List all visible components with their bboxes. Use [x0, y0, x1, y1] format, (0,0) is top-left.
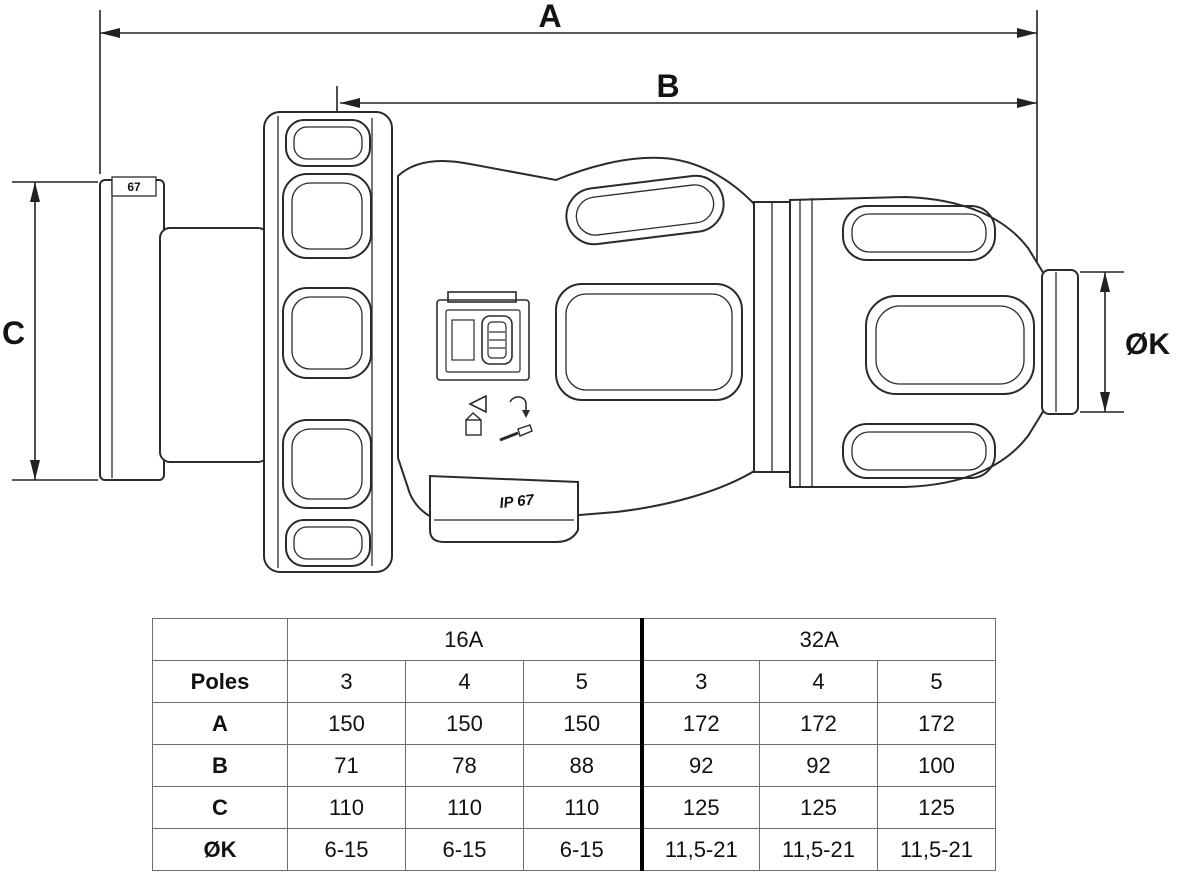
cell: 11,5-21 [877, 828, 996, 871]
table-row-poles: Poles 3 4 5 3 4 5 [152, 660, 996, 703]
cell: 125 [639, 786, 760, 829]
cell: 3 [639, 660, 760, 703]
arrowhead [340, 98, 360, 108]
dimension-b [336, 86, 1037, 116]
table-row-k: ØK 6-15 6-15 6-15 11,5-21 11,5-21 11,5-2… [152, 828, 996, 871]
cell: 172 [759, 702, 878, 745]
grip-ring [263, 111, 393, 573]
arrowhead [1100, 272, 1110, 292]
cell: 100 [877, 744, 996, 787]
latch-detail [436, 291, 530, 381]
gland-marking-label: 67 [127, 180, 141, 194]
cell: 5 [523, 660, 642, 703]
coupling-ring-grips [842, 205, 1035, 479]
arrowhead [100, 28, 120, 38]
arrowhead [1017, 28, 1037, 38]
dim-b-label: B [656, 68, 679, 104]
plug-document-icon [465, 412, 482, 436]
coupling-ring [789, 195, 1045, 488]
cell: 71 [287, 744, 406, 787]
dim-c-label: C [2, 315, 25, 351]
group-header-16a: 16A [287, 618, 642, 661]
gland-marking-box: 67 [111, 176, 157, 197]
table-row-c: C 110 110 110 125 125 125 [152, 786, 996, 829]
cell: 6-15 [405, 828, 524, 871]
cell: 11,5-21 [639, 828, 760, 871]
dimension-a [99, 10, 1038, 266]
cell: 92 [759, 744, 878, 787]
cell: 6-15 [287, 828, 406, 871]
screwdriver-icon [499, 424, 533, 442]
grip-ring-grips [282, 119, 372, 567]
table-row-a: A 150 150 150 172 172 172 [152, 702, 996, 745]
arrowhead [1100, 392, 1110, 412]
body-oval-recess [565, 174, 725, 246]
drawing-canvas: A B C ØK IP 67 [2, 0, 1170, 573]
dim-a-label: A [538, 0, 561, 34]
cell: 4 [759, 660, 878, 703]
row-label: ØK [152, 828, 288, 871]
arrowhead [1017, 98, 1037, 108]
row-label: A [152, 702, 288, 745]
cell: 88 [523, 744, 642, 787]
hook-arrow-icon [509, 396, 530, 418]
dim-k-label: ØK [1125, 328, 1170, 361]
table-row-b: B 71 78 88 92 92 100 [152, 744, 996, 787]
cell: 150 [287, 702, 406, 745]
cell: 110 [405, 786, 524, 829]
cell: 150 [523, 702, 642, 745]
adapter-section [159, 227, 269, 463]
cell: 110 [287, 786, 406, 829]
group-header-32a: 32A [639, 618, 996, 661]
cell: 125 [759, 786, 878, 829]
arrowhead [30, 460, 40, 480]
cell: 4 [405, 660, 524, 703]
cell: 150 [405, 702, 524, 745]
dimensions-table: 16A 32A Poles 3 4 5 3 4 5 A 150 150 150 … [152, 618, 996, 871]
body-central-recess [555, 283, 743, 401]
cell: 172 [639, 702, 760, 745]
corner-cell [152, 618, 288, 661]
row-label: C [152, 786, 288, 829]
connector-technical-drawing: A B C ØK IP 67 [2, 0, 1170, 573]
dimension-k [1080, 271, 1124, 413]
cell: 11,5-21 [759, 828, 878, 871]
cell: 92 [639, 744, 760, 787]
cell: 3 [287, 660, 406, 703]
cell: 110 [523, 786, 642, 829]
cell: 6-15 [523, 828, 642, 871]
collar-ring [753, 201, 791, 473]
ip-rating-label: IP 67 [499, 491, 536, 512]
table-group-header-row: 16A 32A [152, 618, 996, 661]
cable-gland [99, 179, 165, 481]
bottom-bracket [429, 474, 579, 543]
cable-outlet-nose [1041, 269, 1079, 415]
cell: 172 [877, 702, 996, 745]
unlock-triangle-icon [468, 394, 487, 414]
cell: 5 [877, 660, 996, 703]
dimension-c [12, 181, 98, 481]
row-label: B [152, 744, 288, 787]
cell: 125 [877, 786, 996, 829]
row-label: Poles [152, 660, 288, 703]
arrowhead [30, 182, 40, 202]
cell: 78 [405, 744, 524, 787]
